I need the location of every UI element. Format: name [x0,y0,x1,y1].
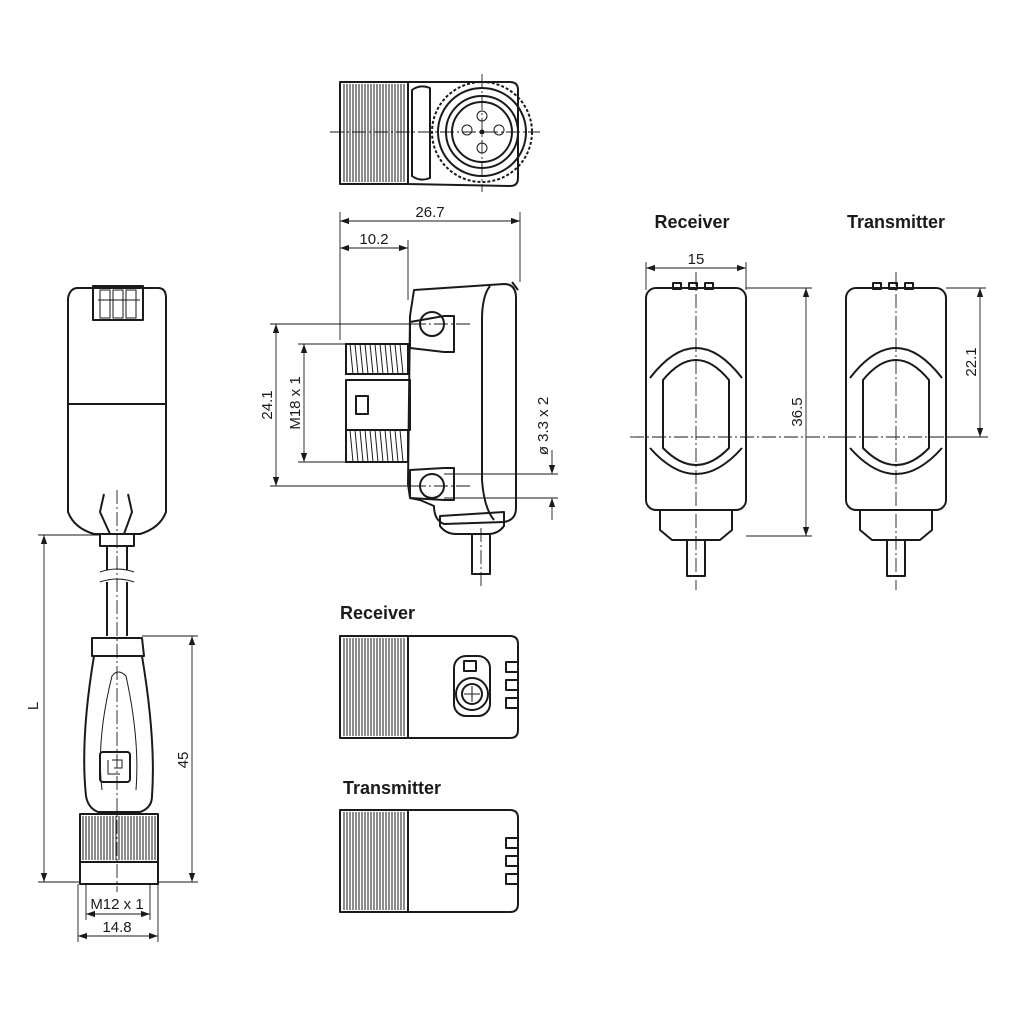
label-receiver-rear: Receiver [340,603,415,623]
receiver-rear-view [339,635,519,739]
dim-overall-depth: 26.7 [415,204,444,221]
thread-hatching [343,84,405,182]
thread-hatching [343,638,405,736]
dim-thread-housing: M18 x 1 [287,376,304,429]
dim-connector-length: 45 [175,752,192,769]
label-receiver-front: Receiver [654,212,729,232]
dim-connector-width: 14.8 [102,919,131,936]
transmitter-front-view [842,272,990,590]
thread-hatching [343,812,405,910]
dimension-lines [38,212,986,942]
label-transmitter-rear: Transmitter [343,778,441,798]
label-transmitter-front: Transmitter [847,212,945,232]
dim-mount-spacing: 24.1 [259,390,276,419]
dim-thread-connector: M12 x 1 [90,896,143,913]
transmitter-rear-view [339,809,519,913]
dim-front-height: 36.5 [789,397,806,426]
dim-thread-length: 10.2 [359,231,388,248]
sensor-cable-view [67,285,167,892]
receiver-front-view [630,272,842,590]
thread-hatching [349,343,404,463]
dim-mount-hole: ø 3.3 x 2 [535,397,552,455]
dim-length: L [25,702,42,710]
sensor-side-view [345,281,519,588]
sensor-top-view [330,74,540,192]
knurl-hatching [82,816,156,860]
dim-front-width: 15 [688,251,705,268]
dim-lens-height: 22.1 [963,347,980,376]
